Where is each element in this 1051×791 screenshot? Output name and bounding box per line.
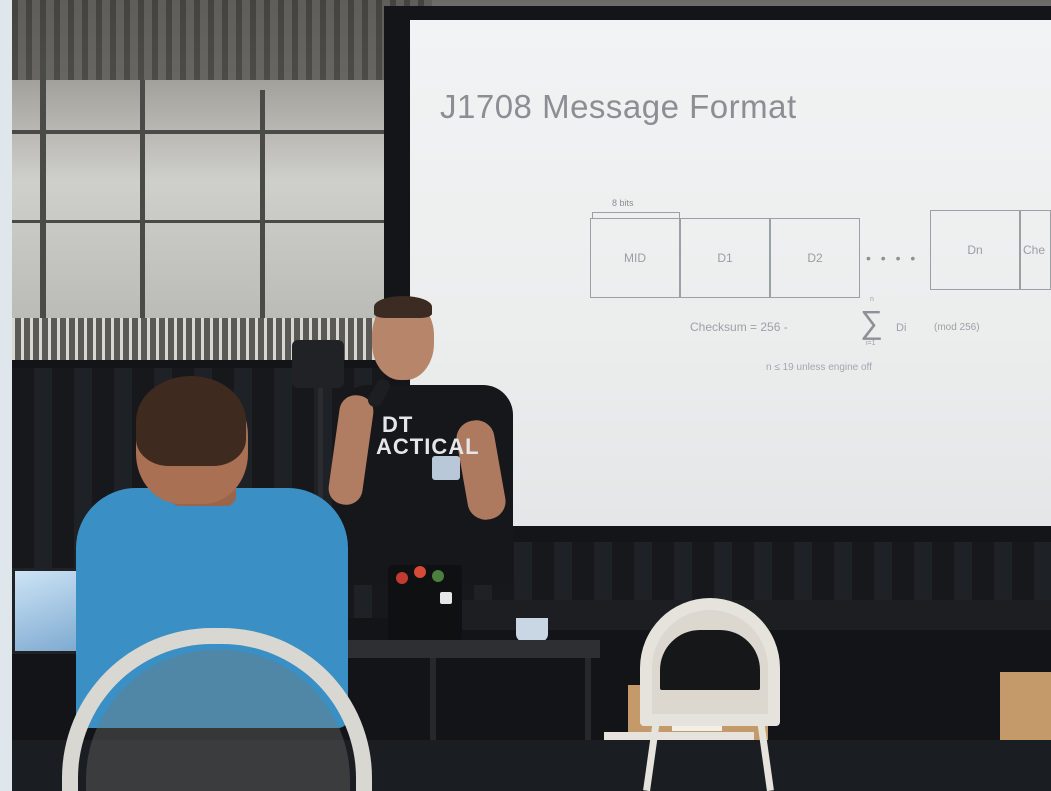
- stage-speaker: [292, 340, 344, 388]
- chair-seat: [604, 732, 754, 740]
- slide-title: J1708 Message Format: [440, 88, 797, 125]
- bits-bracket: [592, 212, 680, 219]
- cardboard-box: [1000, 672, 1051, 752]
- presenter-hair: [374, 296, 432, 318]
- sigma-upper-limit: n: [870, 296, 874, 303]
- front-table: [340, 640, 600, 658]
- shirt-print-line2: ACTICAL: [376, 434, 480, 459]
- field-checksum: Che: [1020, 210, 1051, 290]
- audience-member-hair: [136, 376, 246, 466]
- drink-cup: [516, 618, 548, 642]
- shirt-print: DT ACTICAL: [376, 414, 480, 458]
- speaker-pole: [318, 388, 323, 558]
- ceiling-truss: [40, 60, 46, 320]
- field-mid: MID: [590, 218, 680, 298]
- slide-note: n ≤ 19 unless engine off: [766, 362, 872, 373]
- laptop-sticker: [396, 572, 408, 584]
- ceiling-beam: [12, 130, 392, 134]
- ceiling-truss: [260, 90, 265, 320]
- field-ellipsis: • • • •: [866, 250, 919, 266]
- table-leg: [430, 658, 436, 758]
- bits-label: 8 bits: [612, 198, 634, 208]
- laptop-sticker: [432, 570, 444, 582]
- laptop-sticker: [440, 592, 452, 604]
- ceiling-truss: [140, 80, 145, 320]
- chair-back-opening: [660, 630, 760, 690]
- laptop-sticker: [414, 566, 426, 578]
- shirt-print-line1: DT: [382, 412, 414, 437]
- field-d2: D2: [770, 218, 860, 298]
- table-leg: [585, 658, 591, 768]
- lanyard-badge: [432, 456, 460, 480]
- sigma-symbol: ∑: [860, 304, 883, 340]
- left-frame-border: [0, 0, 12, 791]
- field-dn: Dn: [930, 210, 1020, 290]
- field-d1: D1: [680, 218, 770, 298]
- ceiling-netting: [12, 0, 432, 80]
- checksum-mod: (mod 256): [934, 322, 980, 333]
- projection-screen: [410, 20, 1051, 526]
- sigma-term: Di: [896, 322, 907, 334]
- sigma-lower-limit: i=1: [866, 340, 876, 347]
- ceiling-beam: [12, 220, 392, 223]
- checksum-formula: Checksum = 256 -: [690, 320, 788, 334]
